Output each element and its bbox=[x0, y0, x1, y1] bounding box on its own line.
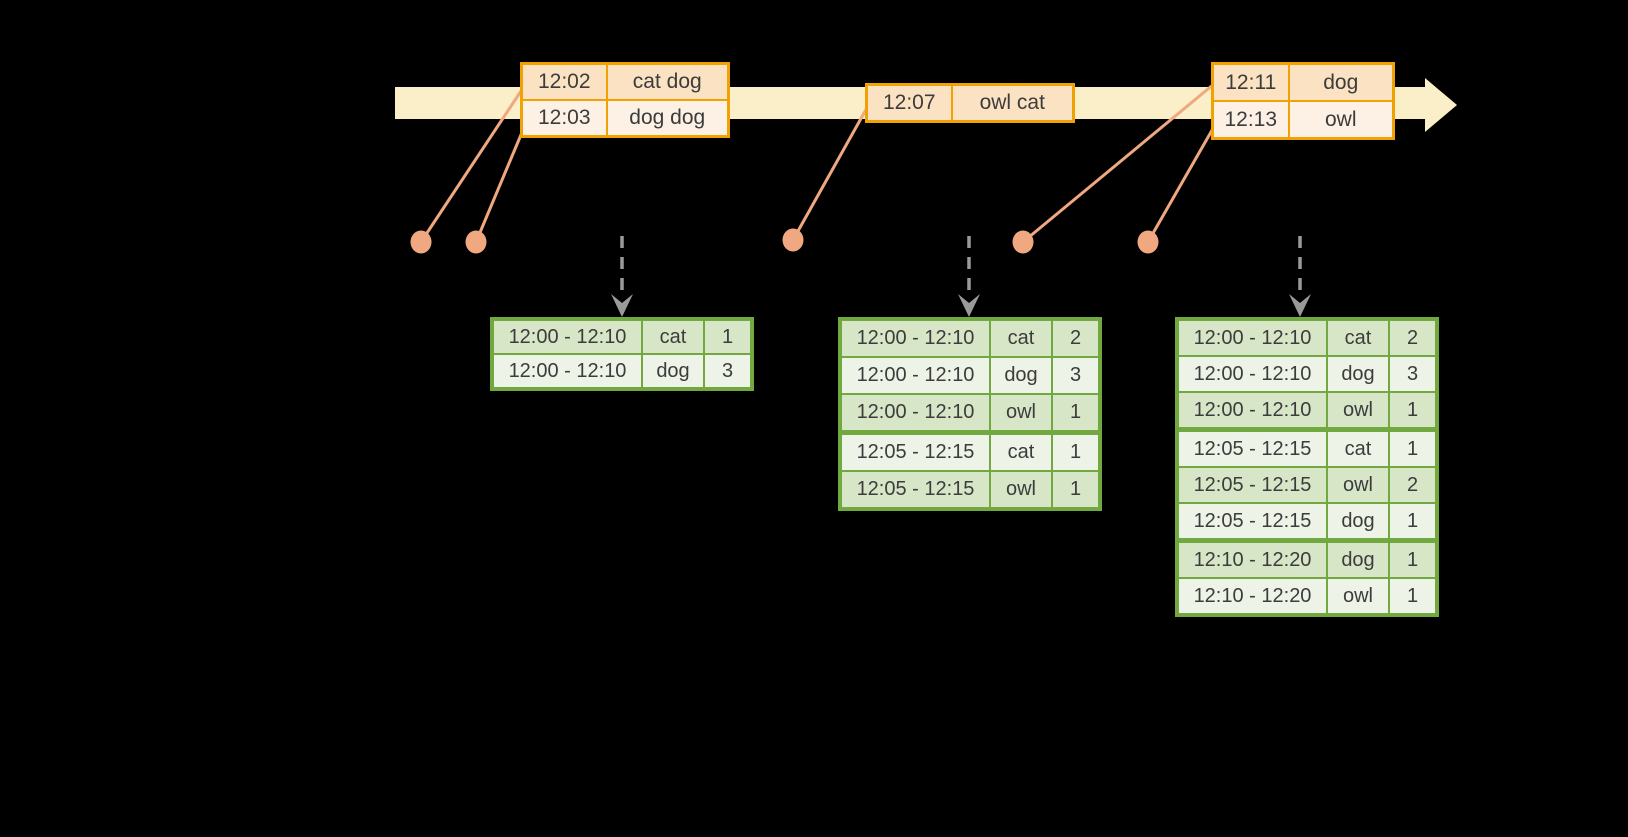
count-cell: 1 bbox=[1388, 427, 1438, 468]
time-cell: 12:03 bbox=[520, 99, 608, 138]
event-time-dot bbox=[1012, 230, 1034, 254]
window-cell: 12:05 - 12:15 bbox=[839, 430, 991, 472]
words-cell: cat dog bbox=[605, 62, 730, 101]
count-cell: 2 bbox=[1388, 466, 1438, 504]
timeline-arrowhead-icon bbox=[1425, 78, 1457, 132]
trigger-arrows bbox=[611, 236, 1311, 317]
window-cell: 12:10 - 12:20 bbox=[1176, 538, 1328, 579]
time-cell: 12:07 bbox=[865, 83, 953, 123]
window-cell: 12:05 - 12:15 bbox=[1176, 427, 1328, 468]
word-cell: cat bbox=[989, 430, 1053, 472]
event-connector-line bbox=[1146, 124, 1217, 243]
event-connector-lines bbox=[419, 82, 1217, 244]
word-cell: owl bbox=[1326, 577, 1390, 616]
event-time-dot bbox=[410, 230, 432, 254]
event-connector-line bbox=[791, 105, 870, 241]
event-time-dot bbox=[465, 230, 487, 254]
word-cell: dog bbox=[989, 356, 1053, 395]
event-connector-line bbox=[1022, 82, 1215, 244]
time-cell: 12:11 bbox=[1211, 62, 1290, 102]
time-cell: 12:13 bbox=[1211, 100, 1290, 140]
count-cell: 3 bbox=[1388, 355, 1438, 393]
word-cell: owl bbox=[1326, 466, 1390, 504]
count-cell: 2 bbox=[1051, 318, 1101, 358]
count-cell: 1 bbox=[1388, 502, 1438, 542]
words-cell: owl bbox=[1287, 100, 1395, 140]
word-cell: owl bbox=[1326, 391, 1390, 431]
count-cell: 1 bbox=[1388, 538, 1438, 579]
trigger-arrow-icon bbox=[1289, 294, 1311, 317]
count-cell: 3 bbox=[703, 353, 753, 390]
window-cell: 12:10 - 12:20 bbox=[1176, 577, 1328, 616]
event-connector-line bbox=[419, 87, 525, 243]
words-cell: dog bbox=[1287, 62, 1395, 102]
count-cell: 1 bbox=[1051, 393, 1101, 434]
window-cell: 12:00 - 12:10 bbox=[491, 318, 643, 355]
trigger-arrow-icon bbox=[958, 294, 980, 317]
word-cell: cat bbox=[1326, 427, 1390, 468]
count-cell: 2 bbox=[1388, 318, 1438, 357]
window-cell: 12:00 - 12:10 bbox=[1176, 355, 1328, 393]
word-cell: cat bbox=[641, 318, 705, 355]
word-cell: dog bbox=[641, 353, 705, 390]
event-time-dot bbox=[1137, 230, 1159, 254]
window-cell: 12:00 - 12:10 bbox=[1176, 391, 1328, 431]
word-cell: dog bbox=[1326, 538, 1390, 579]
word-cell: cat bbox=[989, 318, 1053, 358]
event-time-dots bbox=[410, 228, 1159, 254]
words-cell: dog dog bbox=[605, 99, 730, 138]
count-cell: 3 bbox=[1051, 356, 1101, 395]
words-cell: owl cat bbox=[950, 83, 1075, 123]
count-cell: 1 bbox=[1051, 470, 1101, 510]
window-cell: 12:00 - 12:10 bbox=[1176, 318, 1328, 357]
window-cell: 12:00 - 12:10 bbox=[839, 393, 991, 434]
count-cell: 1 bbox=[1051, 430, 1101, 472]
count-cell: 1 bbox=[703, 318, 753, 355]
window-cell: 12:05 - 12:15 bbox=[1176, 466, 1328, 504]
word-cell: dog bbox=[1326, 355, 1390, 393]
window-cell: 12:05 - 12:15 bbox=[839, 470, 991, 510]
count-cell: 1 bbox=[1388, 391, 1438, 431]
word-cell: cat bbox=[1326, 318, 1390, 357]
event-connector-line bbox=[474, 129, 525, 243]
time-cell: 12:02 bbox=[520, 62, 608, 101]
word-cell: dog bbox=[1326, 502, 1390, 542]
word-cell: owl bbox=[989, 470, 1053, 510]
window-cell: 12:00 - 12:10 bbox=[491, 353, 643, 390]
window-cell: 12:00 - 12:10 bbox=[839, 318, 991, 358]
word-cell: owl bbox=[989, 393, 1053, 434]
event-time-dot bbox=[782, 228, 804, 252]
trigger-arrow-icon bbox=[611, 294, 633, 317]
window-cell: 12:05 - 12:15 bbox=[1176, 502, 1328, 542]
count-cell: 1 bbox=[1388, 577, 1438, 616]
window-cell: 12:00 - 12:10 bbox=[839, 356, 991, 395]
